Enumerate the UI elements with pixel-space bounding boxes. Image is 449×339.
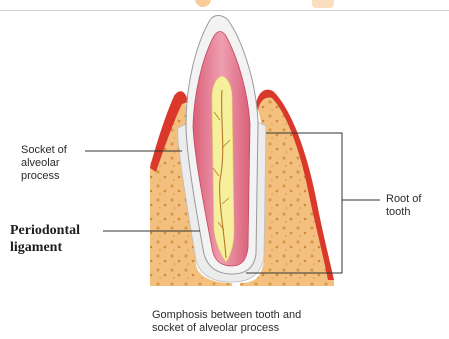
caption-line2: socket of alveolar process	[152, 322, 301, 335]
label-socket-line2: alveolar	[21, 157, 67, 170]
label-periodontal-line1: Periodontal	[10, 222, 80, 239]
label-root-of-tooth: Root of tooth	[386, 193, 421, 219]
label-root-line1: Root of	[386, 193, 421, 206]
tooth-pulp	[212, 76, 234, 262]
caption-line1: Gomphosis between tooth and	[152, 309, 301, 322]
label-socket-line3: process	[21, 170, 67, 183]
figure-caption: Gomphosis between tooth and socket of al…	[152, 309, 301, 335]
label-socket-line1: Socket of	[21, 144, 67, 157]
label-root-line2: tooth	[386, 206, 421, 219]
label-periodontal-ligament: Periodontal ligament	[10, 222, 80, 256]
label-periodontal-line2: ligament	[10, 239, 80, 256]
label-socket-of-alveolar-process: Socket of alveolar process	[21, 144, 67, 183]
